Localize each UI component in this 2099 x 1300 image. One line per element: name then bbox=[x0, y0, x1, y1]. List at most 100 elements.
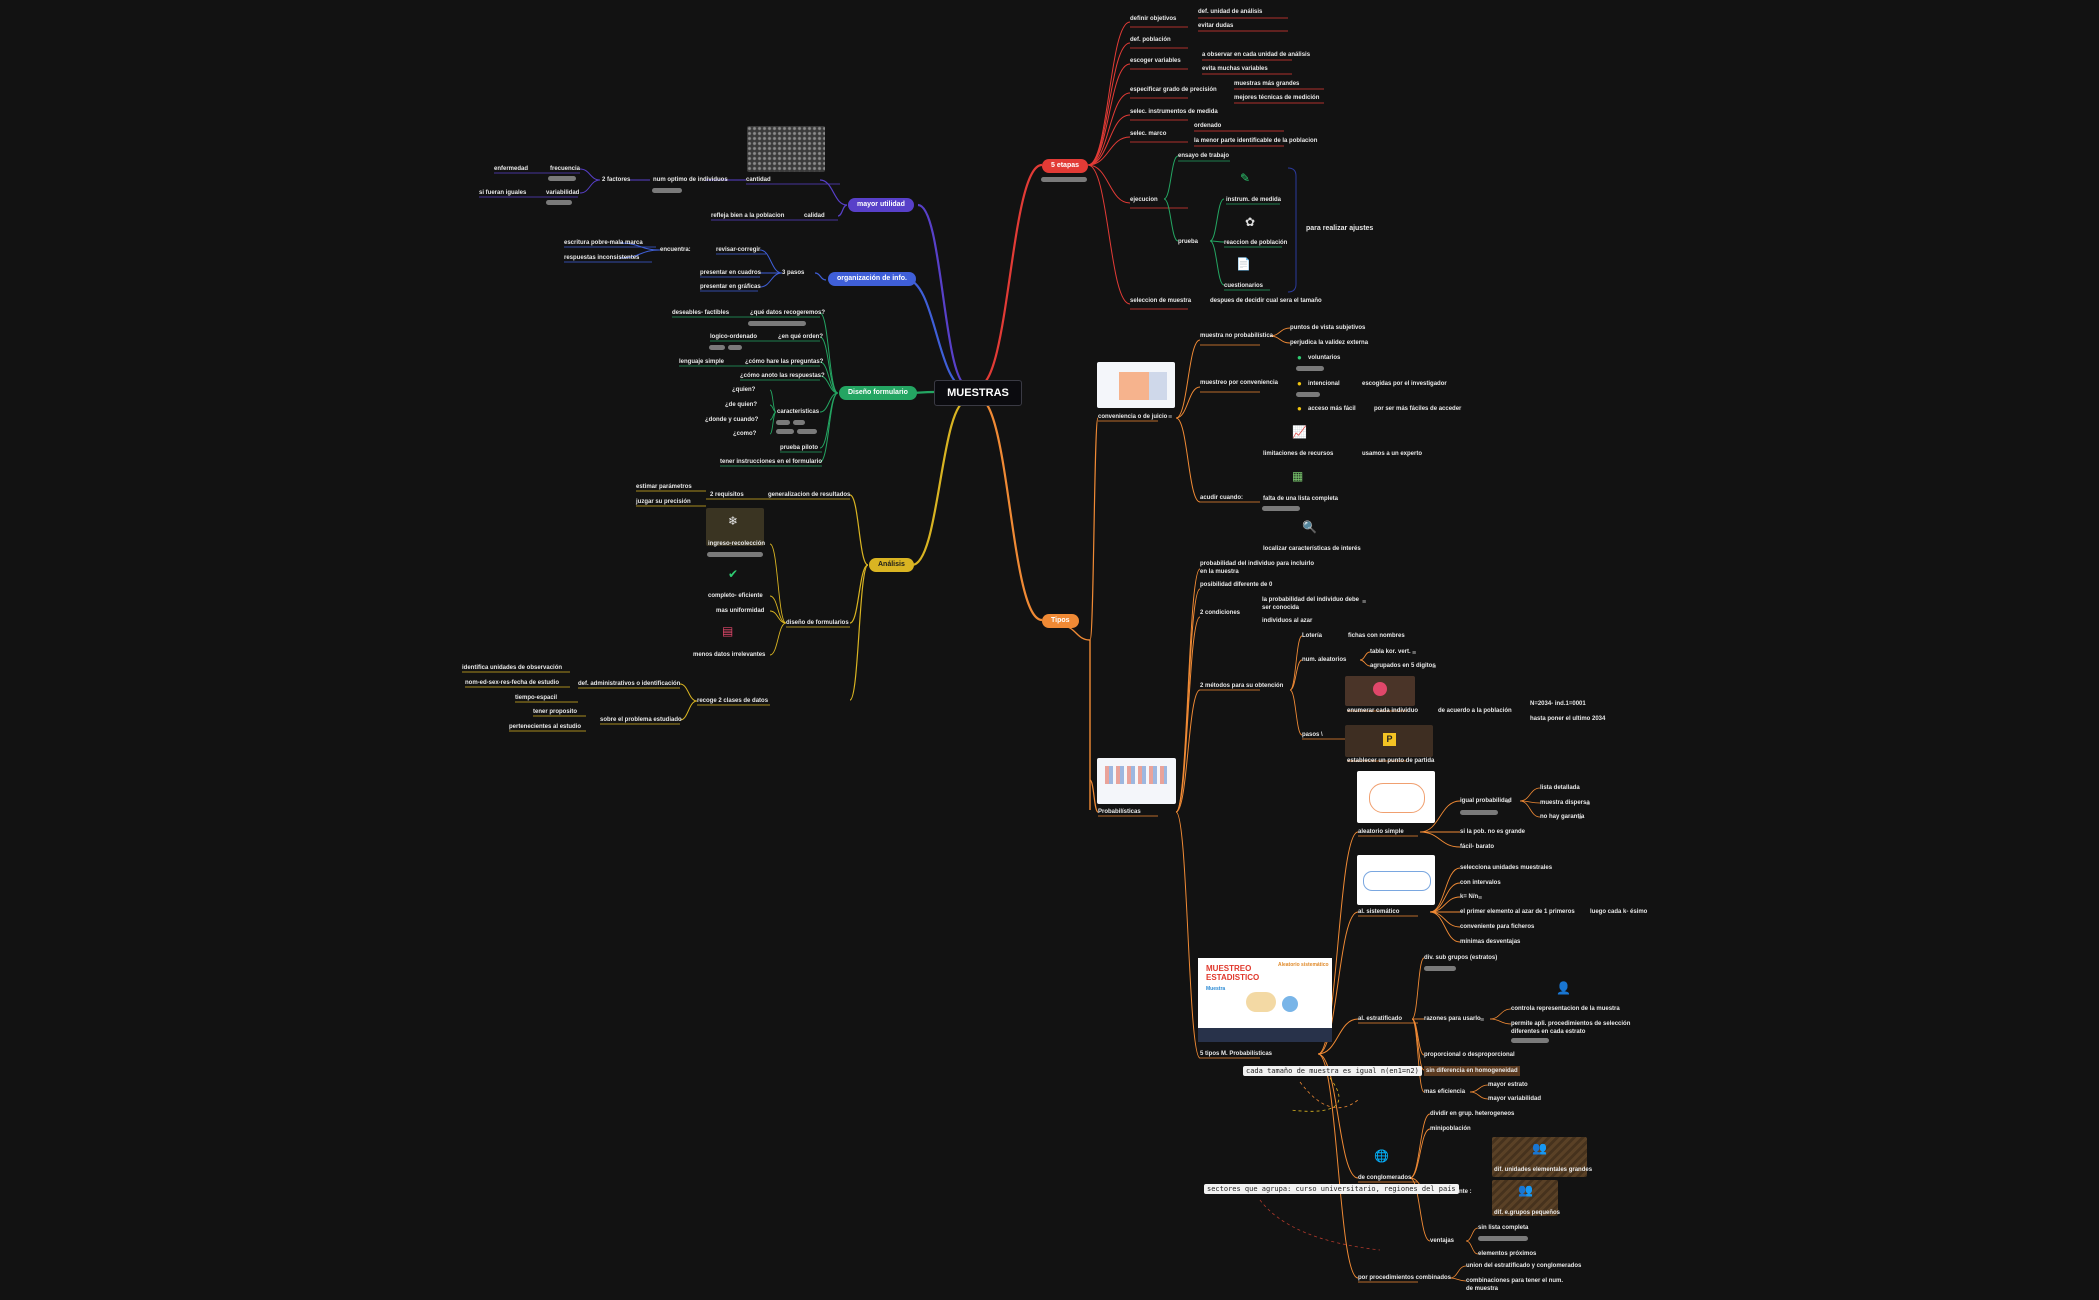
anal-requisitos[interactable]: 2 requisitos bbox=[710, 492, 744, 498]
form-deseables[interactable]: deseables- factibles bbox=[672, 310, 730, 316]
met-lista-detallada[interactable]: lista detallada bbox=[1540, 785, 1580, 791]
util-frecuencia[interactable]: frecuencia bbox=[550, 166, 581, 172]
met-si-la-pob[interactable]: si la pob. no es grande bbox=[1460, 829, 1526, 835]
util-factores[interactable]: 2 factores bbox=[602, 177, 631, 183]
etapa-ordenado[interactable]: ordenado bbox=[1194, 123, 1222, 129]
form-instrucciones[interactable]: tener instrucciones en el formulario bbox=[720, 459, 823, 465]
met-muestra-dispersa[interactable]: muestra dispersa bbox=[1540, 800, 1590, 806]
anal-nom[interactable]: nom-ed-sex-res-fecha de estudio bbox=[465, 680, 560, 686]
anal-sobre-problema[interactable]: sobre el problema estudiado bbox=[600, 717, 682, 723]
util-si-fueran[interactable]: si fueran iguales bbox=[479, 190, 527, 196]
etapa-despues-decidir[interactable]: despues de decidir cual sera el tamaño bbox=[1210, 298, 1322, 304]
form-logico[interactable]: logico-ordenado bbox=[710, 334, 757, 340]
met-sin-diferencia[interactable]: sin diferencia en homogeneidad bbox=[1424, 1066, 1520, 1076]
prob-hasta[interactable]: hasta poner el ultimo 2034 bbox=[1530, 716, 1606, 722]
met-selecciona-unidades[interactable]: selecciona unidades muestrales bbox=[1460, 865, 1553, 871]
met-al-sistematico[interactable]: al. sistemático bbox=[1358, 909, 1400, 915]
anal-ingreso[interactable]: ingreso-recolección bbox=[708, 541, 766, 547]
tipo-escogidas[interactable]: escogidas por el investigador bbox=[1362, 381, 1447, 387]
central-topic[interactable]: MUESTRAS bbox=[934, 380, 1022, 406]
anal-juzgar[interactable]: juzgar su precisión bbox=[636, 499, 691, 505]
anal-tiempo[interactable]: tiempo-espacil bbox=[515, 695, 558, 701]
org-respuestas[interactable]: respuestas inconsistentes bbox=[564, 255, 640, 261]
anal-uniformidad[interactable]: mas uniformidad bbox=[716, 608, 765, 614]
anal-def-admin[interactable]: def. administrativos o identificación bbox=[578, 681, 681, 687]
tipo-acudir-cuando[interactable]: acudir cuando: bbox=[1200, 495, 1244, 501]
met-primer-elemento[interactable]: el primer elemento al azar de 1 primeros bbox=[1460, 909, 1575, 915]
met-combinados[interactable]: por procedimientos combinados bbox=[1358, 1275, 1452, 1281]
prob-individuo[interactable]: probabilidad del individuo para incluirl… bbox=[1200, 561, 1315, 575]
form-que-datos[interactable]: ¿qué datos recogeremos? bbox=[750, 310, 826, 316]
anal-tener[interactable]: tener proposito bbox=[533, 709, 578, 715]
met-div-sub-grupos[interactable]: div. sub grupos (estratos) bbox=[1424, 955, 1498, 961]
tipo-por-ser-mas-faciles[interactable]: por ser más fáciles de acceder bbox=[1374, 406, 1462, 412]
form-lenguaje[interactable]: lenguaje simple bbox=[679, 359, 725, 365]
met-combinaciones[interactable]: combinaciones para tener el num. de mues… bbox=[1466, 1278, 1564, 1292]
anal-estimar[interactable]: estimar parámetros bbox=[636, 484, 692, 490]
met-mas-eficiencia[interactable]: mas eficiencia bbox=[1424, 1089, 1466, 1095]
prob-num-aleatorios[interactable]: num. aleatorios bbox=[1302, 657, 1347, 663]
met-dif-grupos[interactable]: dif. e.grupos pequeños bbox=[1494, 1210, 1561, 1216]
form-como-hare[interactable]: ¿cómo hare las preguntas? bbox=[745, 359, 824, 365]
etapa-menor-parte[interactable]: la menor parte identificable de la pobla… bbox=[1194, 138, 1318, 144]
topic-tipos[interactable]: Tipos bbox=[1042, 614, 1079, 628]
form-como-anoto[interactable]: ¿cómo anoto las respuestas? bbox=[740, 373, 825, 379]
util-num-optimo[interactable]: num optimo de individuos bbox=[653, 177, 728, 183]
util-variabilidad[interactable]: variabilidad bbox=[546, 190, 580, 196]
met-estratificado[interactable]: al. estratificado bbox=[1358, 1016, 1403, 1022]
prob-fichas[interactable]: fichas con nombres bbox=[1348, 633, 1405, 639]
met-dif-unidades[interactable]: dif. unidades elementales grandes bbox=[1494, 1167, 1593, 1173]
etapa-prueba[interactable]: prueba bbox=[1178, 239, 1199, 245]
etapa-mejores-tecnicas[interactable]: mejores técnicas de medición bbox=[1234, 95, 1320, 101]
tipo-perjudica[interactable]: perjudica la validez externa bbox=[1290, 340, 1369, 346]
anal-recoge[interactable]: recoge 2 clases de datos bbox=[697, 698, 769, 704]
tipo-acceso[interactable]: acceso más fácil bbox=[1308, 406, 1356, 412]
met-union[interactable]: union del estratificado y conglomerados bbox=[1466, 1263, 1582, 1269]
anal-pertenecientes[interactable]: pertenecientes al estudio bbox=[509, 724, 582, 730]
met-sin-lista[interactable]: sin lista completa bbox=[1478, 1225, 1529, 1231]
met-proximos[interactable]: elementos próximos bbox=[1478, 1251, 1537, 1257]
topic-analisis[interactable]: Análisis bbox=[869, 558, 914, 572]
etapa-seleccion-muestra[interactable]: seleccion de muestra bbox=[1130, 298, 1192, 304]
prob-n2034[interactable]: N=2034- ind.1=0001 bbox=[1530, 701, 1586, 707]
tipo-falta-lista[interactable]: falta de una lista completa bbox=[1263, 496, 1339, 502]
org-pasos[interactable]: 3 pasos bbox=[782, 270, 805, 276]
etapa-unidad-analisis[interactable]: def. unidad de análisis bbox=[1198, 9, 1263, 15]
form-quien[interactable]: ¿quien? bbox=[732, 387, 756, 393]
util-enfermedad[interactable]: enfermedad bbox=[494, 166, 529, 172]
etapa-precision[interactable]: especificar grado de precisión bbox=[1130, 87, 1217, 93]
met-conveniente[interactable]: conveniente para ficheros bbox=[1460, 924, 1535, 930]
anal-menos-datos[interactable]: menos datos irrelevantes bbox=[693, 652, 766, 658]
tipo-no-probabilistica[interactable]: muestra no probabilística bbox=[1200, 333, 1274, 339]
util-refleja[interactable]: refleja bien a la poblacion bbox=[711, 213, 785, 219]
form-de-quien[interactable]: ¿de quien? bbox=[725, 402, 757, 408]
met-igual-prob[interactable]: igual probabilidad bbox=[1460, 798, 1512, 804]
anal-generalizacion[interactable]: generalizacion de resultados bbox=[768, 492, 851, 498]
prob-azar[interactable]: individuos al azar bbox=[1262, 618, 1313, 624]
tipo-por-conveniencia[interactable]: muestreo por conveniencia bbox=[1200, 380, 1279, 386]
prob-distinta[interactable]: posibilidad diferente de 0 bbox=[1200, 582, 1273, 588]
prob-de-acuerdo[interactable]: de acuerdo a la población bbox=[1438, 708, 1512, 714]
etapa-definir-objetivos[interactable]: definir objetivos bbox=[1130, 16, 1177, 22]
etapa-instrumentos[interactable]: selec. instrumentos de medida bbox=[1130, 109, 1218, 115]
anal-diseno[interactable]: diseño de formularios bbox=[786, 620, 849, 626]
met-minipoblacion[interactable]: minipoblación bbox=[1430, 1126, 1471, 1132]
topic-formulario[interactable]: Diseño formulario bbox=[839, 386, 917, 400]
callout-sectores[interactable]: sectores que agrupa: curso universitario… bbox=[1204, 1184, 1459, 1194]
etapa-evitar-dudas[interactable]: evitar dudas bbox=[1198, 23, 1234, 29]
prob-loteria[interactable]: Lotería bbox=[1302, 633, 1323, 639]
util-cantidad[interactable]: cantidad bbox=[746, 177, 771, 183]
form-orden[interactable]: ¿en qué orden? bbox=[778, 334, 823, 340]
org-graficas[interactable]: presentar en gráficas bbox=[700, 284, 761, 290]
org-cuadros[interactable]: presentar en cuadros bbox=[700, 270, 762, 276]
etapa-observar[interactable]: a observar en cada unidad de análisis bbox=[1202, 52, 1311, 58]
form-caracteristicas[interactable]: caracteristicas bbox=[777, 409, 820, 415]
etapa-evita-variables[interactable]: evita muchas variables bbox=[1202, 66, 1268, 72]
met-k-n[interactable]: k= N/n bbox=[1460, 894, 1479, 900]
topic-organizacion[interactable]: organización de info. bbox=[828, 272, 917, 286]
prob-enumerar[interactable]: enumerar cada individuo bbox=[1347, 708, 1419, 714]
etapa-ejecucion[interactable]: ejecucion bbox=[1130, 197, 1158, 203]
topic-etapas[interactable]: 5 etapas bbox=[1042, 159, 1089, 173]
tipo-tipos-m-prob[interactable]: 5 tipos M. Probabilísticas bbox=[1200, 1051, 1273, 1057]
callout-tamano[interactable]: cada tamaño de muestra es igual n(en1=n2… bbox=[1243, 1066, 1422, 1076]
